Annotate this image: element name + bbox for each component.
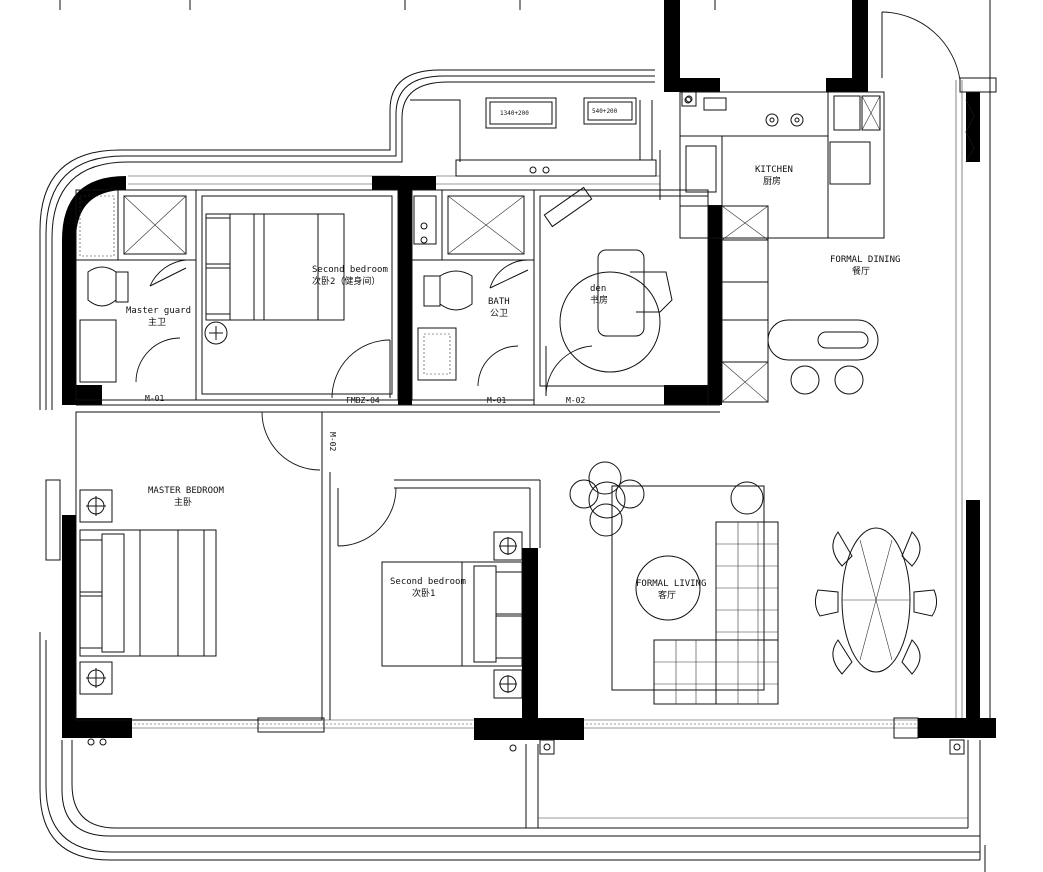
door-tag-m02-den: M-02: [566, 396, 585, 405]
master-guard-fixtures: [79, 195, 187, 383]
living-furniture: [569, 461, 779, 705]
second-bedroom-1-furniture: [337, 91, 965, 755]
bath-fixtures: [413, 195, 529, 387]
kitchen-label: KITCHEN: [755, 165, 793, 175]
formal-living-label: FORMAL LIVING: [636, 579, 706, 589]
windows: [45, 80, 963, 739]
bath-label-zh: 公卫: [490, 308, 508, 319]
ac-units: 1340+200 540+200: [485, 97, 637, 174]
door-tag-m01-bath: M-01: [487, 396, 506, 405]
ac-unit-2-label: 540+200: [592, 108, 618, 115]
kitchen-label-zh: 厨房: [763, 175, 781, 187]
den-label-zh: 书房: [590, 294, 608, 306]
master-bedroom-furniture: [79, 411, 321, 746]
armchair: [569, 461, 645, 537]
den-label: den: [590, 284, 606, 294]
door-tags: M-01 FMBZ-04 M-01 M-02 M-02: [145, 394, 585, 451]
second-bedroom-2-label-zh: 次卧2（健身间）: [312, 275, 380, 287]
formal-living-label-zh: 客厅: [658, 589, 676, 601]
entrance: [881, 11, 997, 163]
master-guard-label: Master guard: [126, 306, 191, 316]
master-bedroom-label-zh: 主卧: [174, 496, 192, 508]
master-bedroom-label: MASTER BEDROOM: [148, 486, 224, 496]
second-bedroom-2-label: Second bedroom: [312, 265, 388, 275]
master-guard-label-zh: 主卫: [148, 316, 166, 328]
door-tag-m02-master-bedroom: M-02: [328, 432, 337, 451]
sofa: [653, 521, 779, 705]
dining-table: [814, 527, 938, 675]
door-tag-m01-master-guard: M-01: [145, 394, 164, 403]
formal-dining-label-zh: 餐厅: [852, 265, 870, 277]
outer-envelope: [39, 0, 991, 872]
interior-walls: [75, 100, 720, 721]
second-bedroom-1-label: Second bedroom: [390, 577, 466, 587]
den-furniture: [543, 186, 673, 397]
formal-dining-label: FORMAL DINING: [830, 255, 900, 265]
bath-label: BATH: [488, 297, 510, 307]
room-labels: Master guard 主卫 Second bedroom 次卧2（健身间） …: [126, 165, 900, 601]
second-bedroom-2-furniture: [204, 213, 391, 399]
ac-unit-1-label: 1340+200: [500, 110, 529, 117]
structural-walls: [62, 0, 996, 740]
second-bedroom-1-label-zh: 次卧1: [412, 587, 435, 599]
door-tag-fmbz04: FMBZ-04: [346, 396, 380, 405]
kitchen-fixtures: [679, 91, 885, 403]
